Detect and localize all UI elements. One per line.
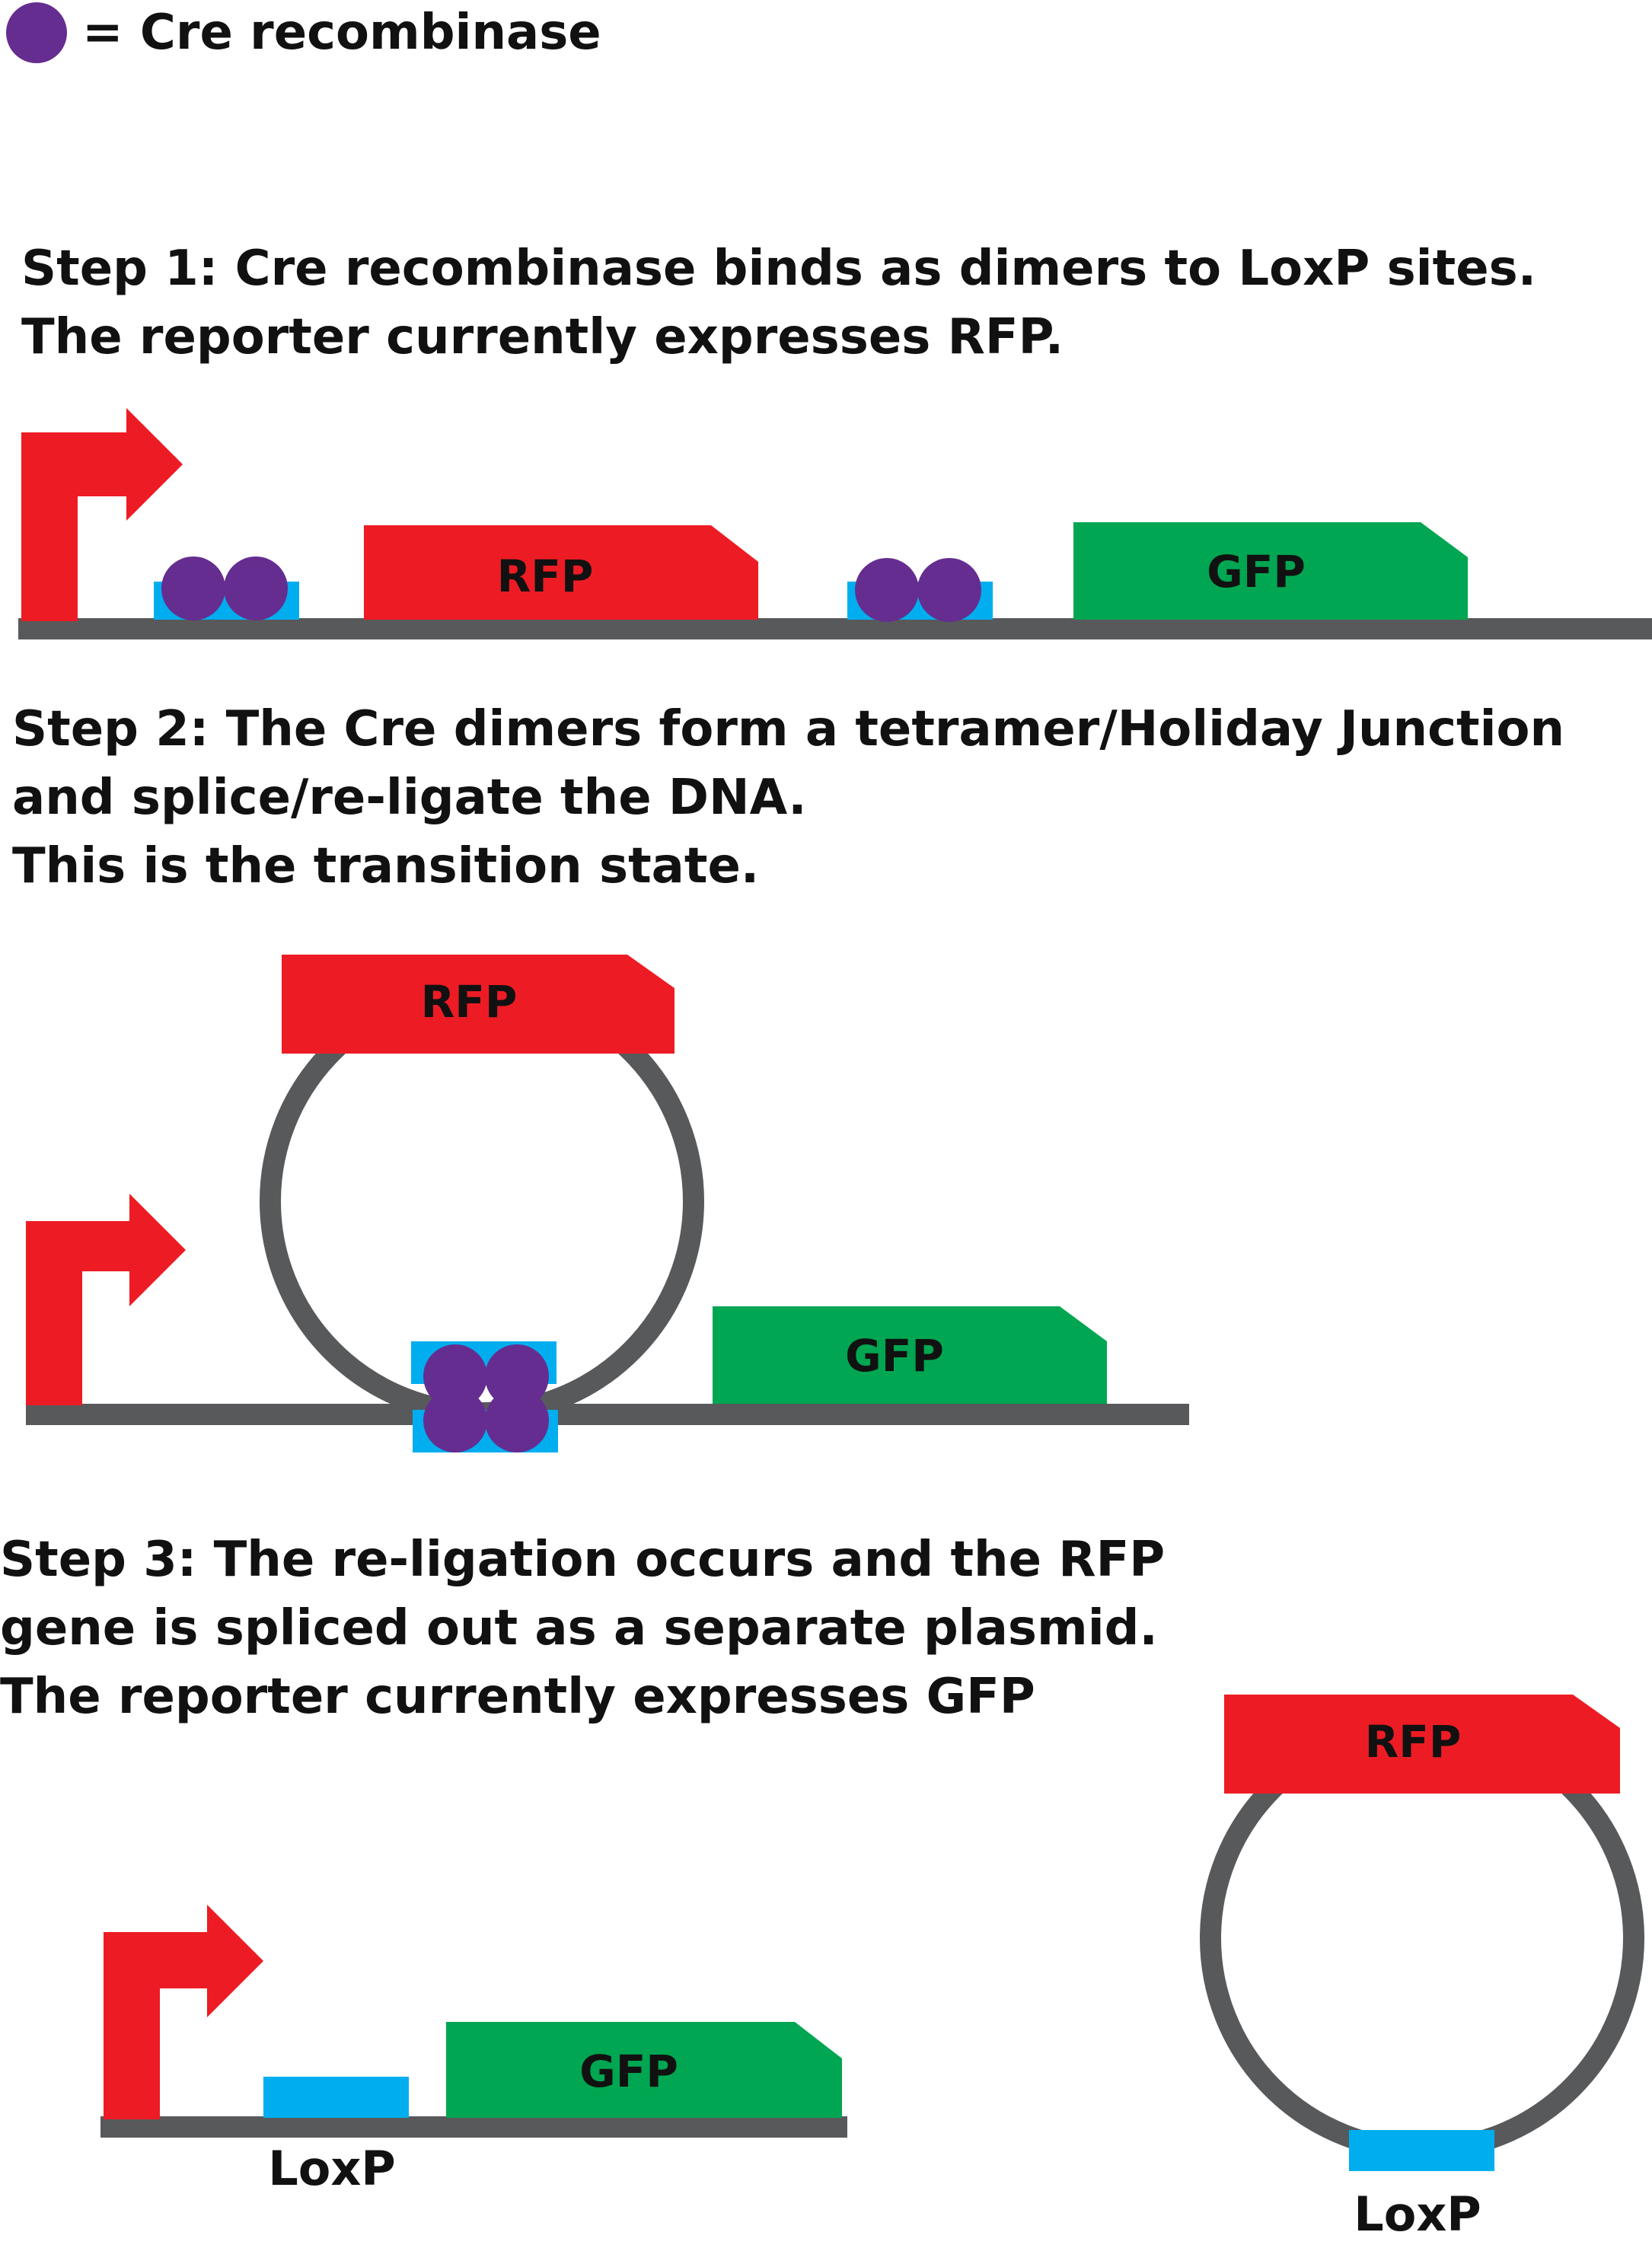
step3-gfp-label: GFP [579, 2046, 678, 2097]
step3-plasmid-loxp-site [1349, 2130, 1494, 2171]
step3-promoter-arrow-icon [104, 1905, 263, 2119]
step1: Step 1: Cre recombinase binds as dimers … [18, 241, 1652, 639]
step3-caption-line2: gene is spliced out as a separate plasmi… [0, 1600, 1158, 1657]
step3-gfp-gene [446, 2022, 842, 2118]
step1-caption-line1: Step 1: Cre recombinase binds as dimers … [21, 241, 1536, 297]
step3-dna-strand [100, 2116, 847, 2138]
step2-cre-monomer [423, 1389, 487, 1452]
step2-gfp-label: GFP [845, 1330, 944, 1382]
step1-gfp-gene [1073, 522, 1468, 620]
step1-dna-strand [18, 618, 1652, 639]
step2-caption-line2: and splice/re-ligate the DNA. [12, 770, 807, 826]
step1-gfp-label: GFP [1207, 546, 1306, 598]
step2-gfp-gene [713, 1306, 1107, 1404]
step3-loxp-label: LoxP [268, 2141, 396, 2196]
legend-label: = Cre recombinase [82, 5, 601, 61]
step2-rfp-label: RFP [421, 976, 518, 1028]
step2-cre-monomer [485, 1344, 549, 1408]
step2-dna-strand [26, 1404, 1189, 1425]
step3-caption-line3: The reporter currently expresses GFP [0, 1669, 1035, 1725]
cre-recombinase-legend-icon [6, 2, 67, 63]
step1-cre-monomer [161, 556, 225, 620]
step1-rfp-label: RFP [497, 550, 594, 602]
step1-promoter-arrow-icon [21, 408, 183, 621]
step3-plasmid-loxp-label: LoxP [1354, 2186, 1481, 2242]
legend: = Cre recombinase [6, 2, 601, 63]
step3-loxp-site [263, 2077, 409, 2118]
step2-rfp-gene [282, 955, 675, 1054]
step1-rfp-gene [364, 525, 758, 620]
step2-caption-line3: This is the transition state. [12, 838, 759, 894]
step1-cre-monomer [855, 558, 919, 622]
step1-cre-monomer [224, 556, 288, 620]
step3-caption-line1: Step 3: The re-ligation occurs and the R… [0, 1532, 1165, 1588]
step2-caption-line1: Step 2: The Cre dimers form a tetramer/H… [12, 701, 1564, 757]
step3-rfp-gene [1224, 1695, 1620, 1794]
step2-cre-monomer [485, 1389, 549, 1452]
step3: Step 3: The re-ligation occurs and the R… [0, 1532, 1644, 2242]
step1-caption-line2: The reporter currently expresses RFP. [21, 309, 1064, 365]
step3-rfp-label: RFP [1365, 1716, 1462, 1768]
step2-cre-monomer [423, 1344, 487, 1408]
step2-promoter-arrow-icon [26, 1194, 186, 1405]
step2: Step 2: The Cre dimers form a tetramer/H… [12, 701, 1564, 1452]
step1-cre-monomer [917, 558, 981, 622]
